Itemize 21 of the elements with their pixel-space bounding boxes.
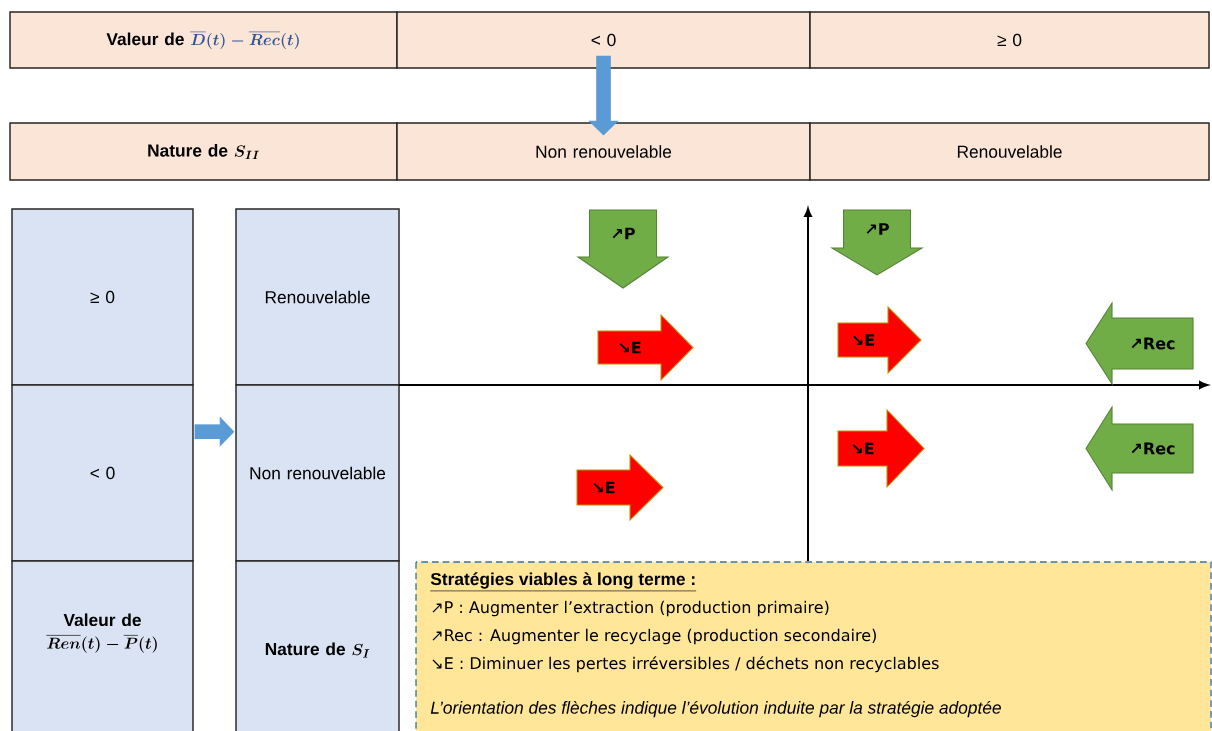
table-cell: < 0 — [396, 11, 811, 69]
table-cell: ≥ 0 — [11, 208, 194, 386]
strategy-tag: ↗P — [830, 209, 924, 276]
table-cell: Non renouvelable — [235, 384, 400, 562]
table-cell: Valeur de $\boldsymbol{\overline{D}(t)-\overline{Rec}(t)}$ — [9, 11, 398, 69]
table-cell: Non renouvelable — [396, 122, 811, 181]
table-cell: Nature de $\boldsymbol{S_{II}}$ — [9, 122, 398, 181]
note-box: Stratégies viables à long terme : ↗P : Augmenter l’extraction (production primaire) ↗Rec : Augmenter le recyclage (production secondaire) ↘E : Diminuer les pertes irréversibles / déchets non recyclables L’orientation des flèches indique l’évolution induite par la stratégie adoptée — [415, 561, 1212, 731]
strategy-tag: ↗P — [576, 209, 670, 289]
table-cell: Renouvelable — [809, 122, 1210, 181]
table-cell: Valeur de $\boldsymbol{\overline{Ren}(t)-\overline{P}(t)}$ — [11, 560, 194, 731]
table-cell: ≥ 0 — [809, 11, 1210, 69]
strategy-tag: ↗Rec — [1085, 405, 1194, 492]
strategy-tag: ↗Rec — [1085, 301, 1194, 386]
strategy-tag: ↘E — [837, 305, 922, 375]
strategy-tag: ↘E — [597, 313, 694, 382]
table-cell: Renouvelable — [235, 208, 400, 386]
table-cell: Nature de $\boldsymbol{S_{I}}$ — [235, 560, 400, 731]
strategy-tag: ↘E — [837, 408, 925, 489]
strategy-tag: ↘E — [576, 453, 664, 522]
table-cell: < 0 — [11, 384, 194, 562]
